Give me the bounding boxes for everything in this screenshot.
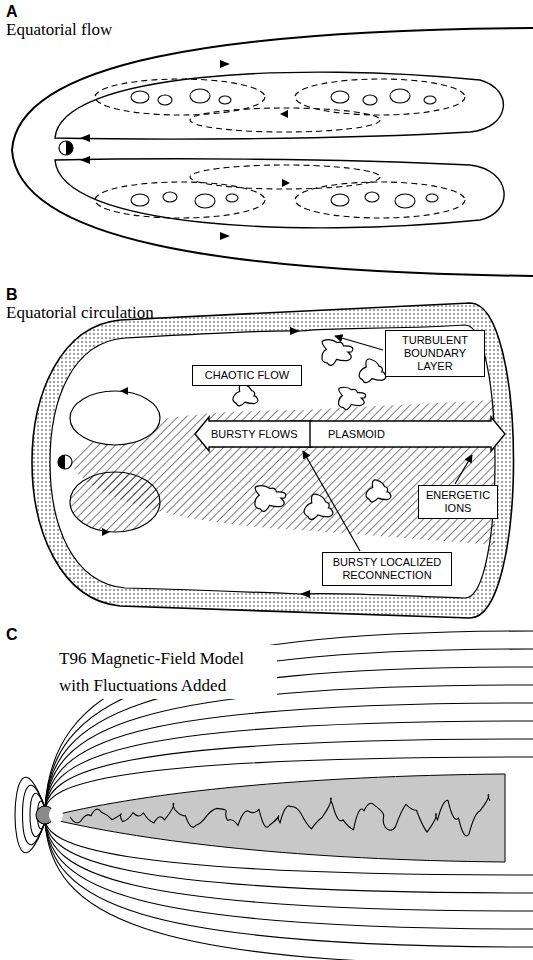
panel-title: Equatorial flow xyxy=(6,20,112,39)
panel-title-holder: T96 Magnetic-Field Model with Fluctuatio… xyxy=(56,645,277,699)
callout-text: CHAOTIC FLOW xyxy=(198,369,296,382)
callout-box: TURBULENT BOUNDARY LAYER xyxy=(385,330,485,377)
callout-text: PLASMOID xyxy=(328,421,385,447)
panel-letter-holder: B xyxy=(6,286,18,304)
callout-text: BURSTY LOCALIZED RECONNECTION xyxy=(328,556,446,582)
chaotic-eddy xyxy=(366,480,391,502)
callout-text: ENERGETIC IONS xyxy=(424,489,492,515)
panel-c-drawing xyxy=(15,631,533,960)
panel-b-drawing xyxy=(32,303,514,618)
flow-arrow: BURSTY FLOWS xyxy=(195,421,312,447)
panel-letter-holder: A xyxy=(6,3,18,21)
panel-a-drawing xyxy=(12,28,533,276)
chaotic-eddy xyxy=(339,387,366,410)
panel-letter: A xyxy=(6,3,18,20)
panel-title: T96 Magnetic-Field Model with Fluctuatio… xyxy=(59,649,244,695)
panel-title-holder: Equatorial flow xyxy=(6,20,112,40)
chaotic-eddy xyxy=(233,384,258,406)
chaotic-eddy xyxy=(322,340,353,366)
flow-arrow: PLASMOID xyxy=(310,421,505,447)
panel-letter-holder: C xyxy=(6,626,18,644)
callout-box: BURSTY LOCALIZED RECONNECTION xyxy=(322,552,452,586)
panel-letter: B xyxy=(6,286,18,303)
callout-text: BURSTY FLOWS xyxy=(211,421,298,447)
callout-box: ENERGETIC IONS xyxy=(418,485,498,519)
panel-letter: C xyxy=(6,626,18,643)
chaotic-eddy xyxy=(359,359,386,383)
chaotic-eddy xyxy=(255,486,286,512)
panel-title: Equatorial circulation xyxy=(6,303,154,322)
panel-title-holder: Equatorial circulation xyxy=(6,303,154,323)
chaotic-eddy xyxy=(304,494,333,519)
callout-box: CHAOTIC FLOW xyxy=(192,365,302,386)
callout-text: TURBULENT BOUNDARY LAYER xyxy=(391,334,479,373)
